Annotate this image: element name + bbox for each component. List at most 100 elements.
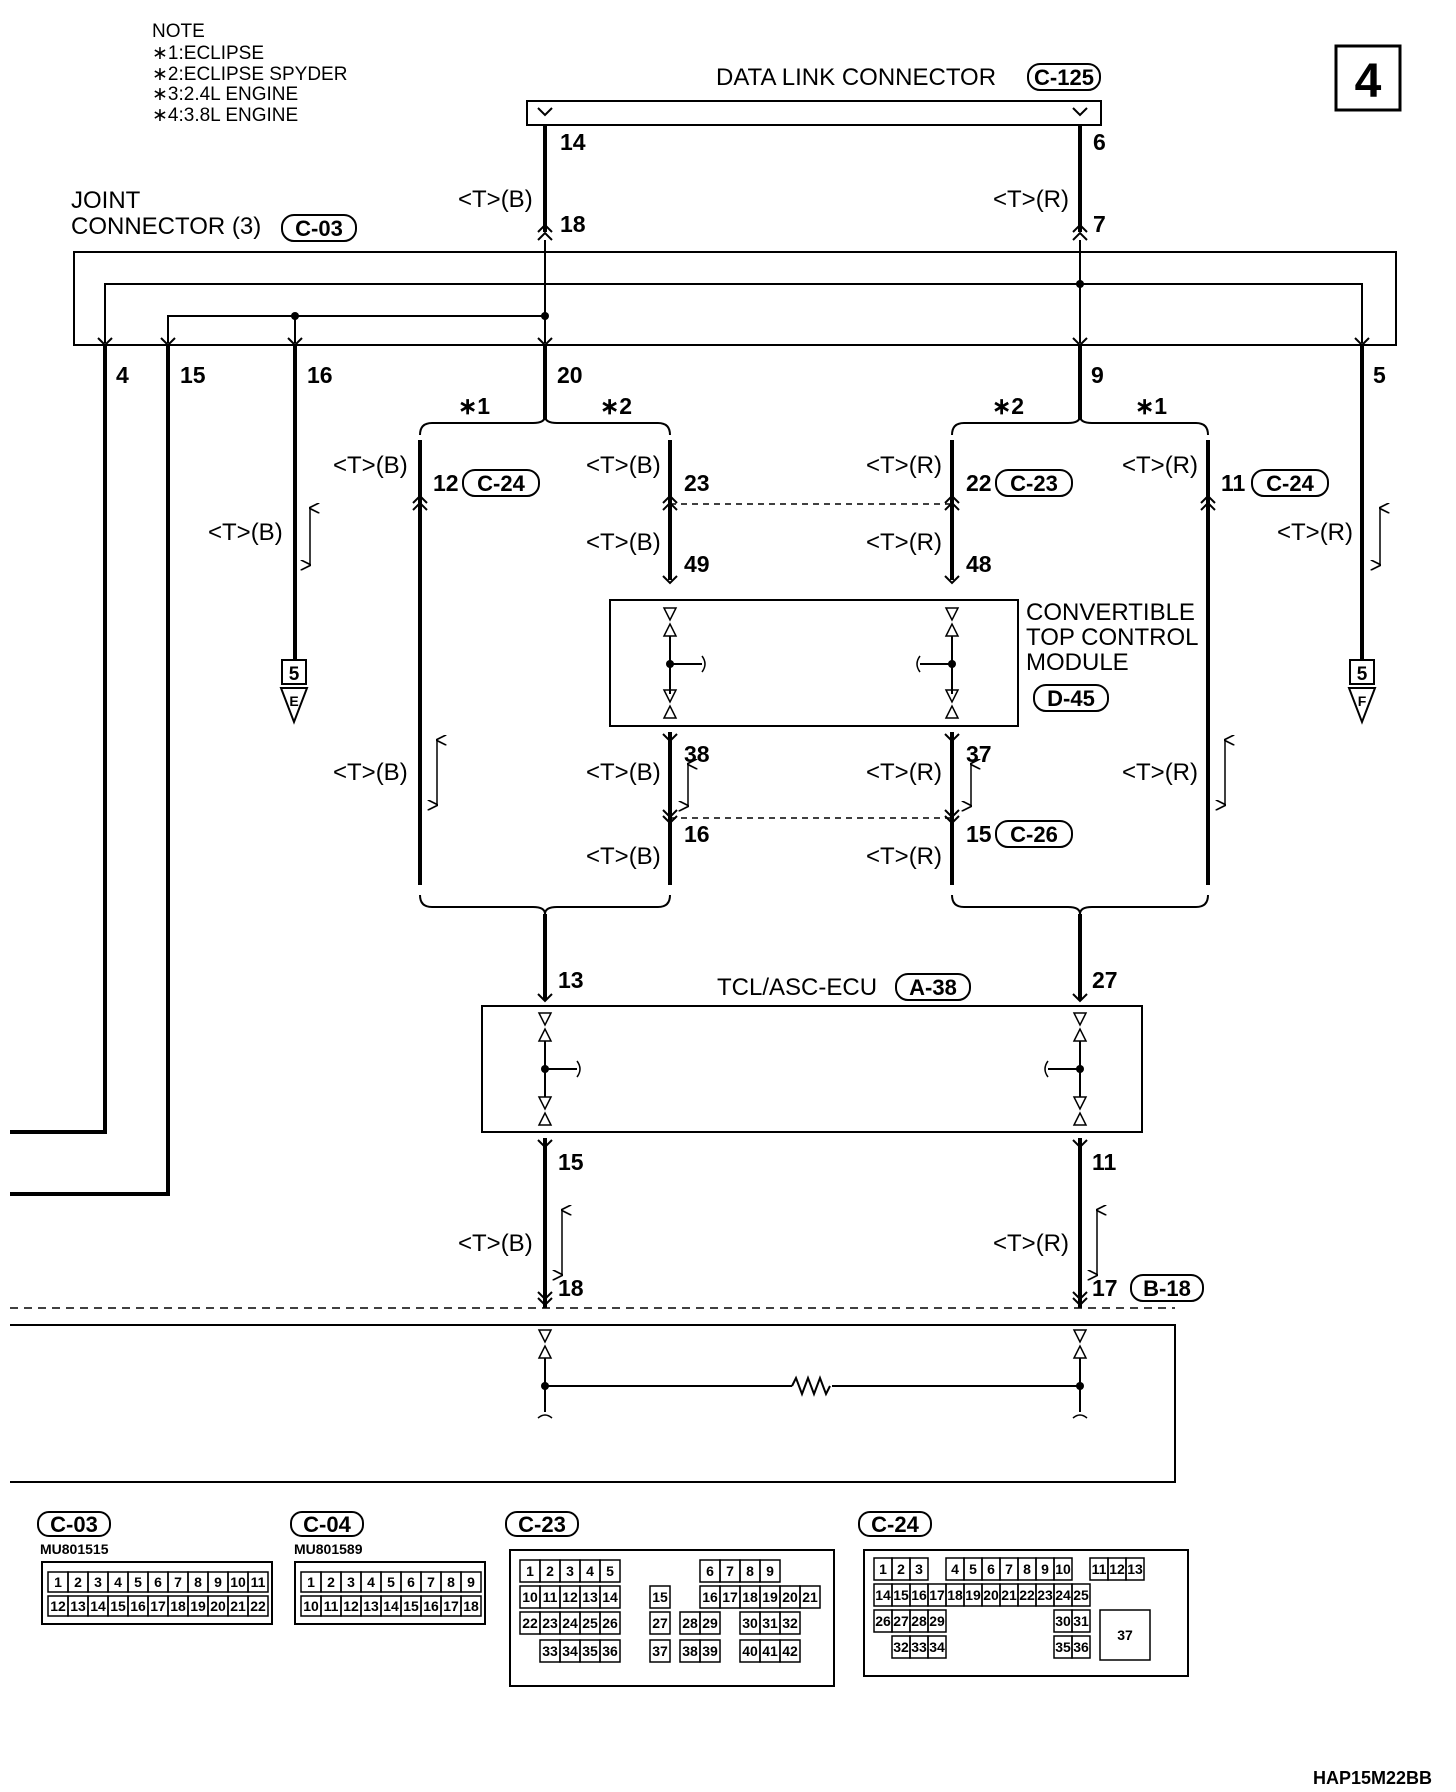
- c23-cavity: 8: [746, 1563, 754, 1579]
- c04-cavity: 6: [407, 1574, 415, 1590]
- c23-cavity: 2: [546, 1563, 554, 1579]
- note-item-4: ∗4:3.8L ENGINE: [152, 105, 298, 126]
- c23-cavity-box: [799, 1585, 821, 1609]
- c03-cavity: 21: [230, 1598, 246, 1614]
- pin-jc-9: 9: [1091, 362, 1104, 388]
- c23-cavity: 3: [566, 1563, 574, 1579]
- pin-m-37: 37: [966, 741, 992, 767]
- c24-cavity: 35: [1055, 1639, 1071, 1655]
- c04-cavity: 16: [423, 1598, 439, 1614]
- c24-cavity: 18: [947, 1587, 963, 1603]
- pin-b-17: 17: [1092, 1275, 1118, 1301]
- wire-label-tb-8: <T>(B): [586, 843, 661, 870]
- c24-cavity: 23: [1037, 1587, 1053, 1603]
- ctcm-code: D-45: [1047, 686, 1095, 711]
- wire-label-tr-4: <T>(R): [866, 529, 942, 556]
- c23-cavity: 21: [802, 1589, 818, 1605]
- c24-cavity-box: [927, 1635, 947, 1659]
- c23-cavity-box: [699, 1639, 721, 1663]
- pin-e-27: 27: [1092, 967, 1118, 993]
- c24-cavity: 4: [951, 1561, 959, 1577]
- c24-cavity-box: [927, 1609, 947, 1633]
- note-block: NOTE ∗1:ECLIPSE ∗2:ECLIPSE SPYDER ∗3:2.4…: [152, 21, 347, 126]
- tcl-code: A-38: [909, 975, 957, 1000]
- c23-cavity: 31: [762, 1615, 778, 1631]
- c24-cavity: 16: [911, 1587, 927, 1603]
- wire-label-tr-7: <T>(R): [866, 759, 942, 786]
- wire-dlc-r: <T>(R): [993, 125, 1082, 232]
- c23-cavity: 30: [742, 1615, 758, 1631]
- c24-cavity: 8: [1023, 1561, 1031, 1577]
- c23-cavity: 39: [702, 1643, 718, 1659]
- variant-left-1: ∗1: [458, 393, 490, 419]
- wire-m-37: 37 <T>(R) 15 C-26 <T>(R): [866, 732, 1073, 885]
- pin-jc-20: 20: [557, 362, 583, 388]
- wire-c23-23: <T>(B) 23 <T>(B) 49: [586, 440, 710, 585]
- c04-cavity: 17: [443, 1598, 459, 1614]
- c04-cavity: 11: [324, 1598, 339, 1614]
- c23-cavity: 41: [762, 1643, 778, 1659]
- c03-cavity: 8: [194, 1574, 202, 1590]
- c23-cavity-box: [599, 1639, 621, 1663]
- wire-label-tb-1: <T>(B): [458, 186, 533, 213]
- c24-cavity: 31: [1073, 1613, 1089, 1629]
- c23-cavity: 10: [522, 1589, 538, 1605]
- c24-cavity: 9: [1041, 1561, 1049, 1577]
- pin-jc-4: 4: [116, 362, 129, 388]
- c24-cavity: 17: [929, 1587, 945, 1603]
- note-item-3: ∗3:2.4L ENGINE: [152, 84, 298, 105]
- c23-cavity: 33: [542, 1643, 558, 1659]
- jc-line2: CONNECTOR (3): [71, 213, 261, 240]
- c03-cavity: 19: [190, 1598, 206, 1614]
- c24-cavity-box: [1071, 1583, 1091, 1607]
- c24-cavity: 7: [1005, 1561, 1013, 1577]
- c23-cavity: 32: [782, 1615, 798, 1631]
- pin-m-49: 49: [684, 551, 710, 577]
- wire-e-11: 11 <T>(R) 17 B-18: [993, 1138, 1204, 1308]
- branch-left-top: ∗1 ∗2: [419, 345, 671, 436]
- c24-cavity: 26: [875, 1613, 891, 1629]
- wire-c24-12: <T>(B) 12 C-24 <T>(B): [333, 440, 540, 885]
- c03-cavity: 10: [230, 1574, 246, 1590]
- c03-cavity: 20: [210, 1598, 226, 1614]
- c24-cavity: 12: [1109, 1561, 1125, 1577]
- c03-cavity: 11: [251, 1574, 266, 1590]
- c24-cavity: 19: [965, 1587, 981, 1603]
- c23-cavity-box: [779, 1639, 801, 1663]
- c03-cavity: 2: [74, 1574, 82, 1590]
- c24-cavity-box: [1071, 1635, 1091, 1659]
- c03-cavity: 15: [110, 1598, 126, 1614]
- pin-jc-7: 7: [1093, 211, 1106, 237]
- c23-cavity-box: [649, 1639, 671, 1663]
- c23-cavity: 42: [782, 1643, 798, 1659]
- ctcm-line2: TOP CONTROL: [1026, 624, 1198, 651]
- c24-cavity: 20: [983, 1587, 999, 1603]
- c24-cavity: 25: [1073, 1587, 1089, 1603]
- c03-cavity: 16: [130, 1598, 146, 1614]
- c23-cavity: 24: [562, 1615, 578, 1631]
- pin-c23-23: 23: [684, 470, 710, 496]
- c23-cavity-box: [649, 1585, 671, 1609]
- c24-cavity: 14: [875, 1587, 891, 1603]
- view-c23-code: C-23: [518, 1512, 566, 1537]
- dlc-code: C-125: [1034, 65, 1094, 90]
- wire-c23-22: <T>(R) 22 C-23 <T>(R) 48: [866, 440, 1073, 585]
- c03-cavity-box: [247, 1571, 269, 1593]
- branch-right-top: ∗2 ∗1: [951, 345, 1209, 436]
- pin-e-11: 11: [1092, 1149, 1117, 1175]
- ref-c23: C-23: [1010, 471, 1058, 496]
- c04-cavity: 7: [427, 1574, 435, 1590]
- ref-b18: B-18: [1143, 1276, 1191, 1301]
- c03-cavity: 3: [94, 1574, 102, 1590]
- wire-label-tr-9: <T>(R): [993, 1230, 1069, 1257]
- c03-cavity: 6: [154, 1574, 162, 1590]
- c23-cavity: 19: [762, 1589, 778, 1605]
- wire-label-tr-3: <T>(R): [866, 452, 942, 479]
- c23-cavity: 35: [582, 1643, 598, 1659]
- c03-cavity: 22: [250, 1598, 266, 1614]
- c24-cavity: 34: [929, 1639, 945, 1655]
- c24-cavity: 21: [1001, 1587, 1017, 1603]
